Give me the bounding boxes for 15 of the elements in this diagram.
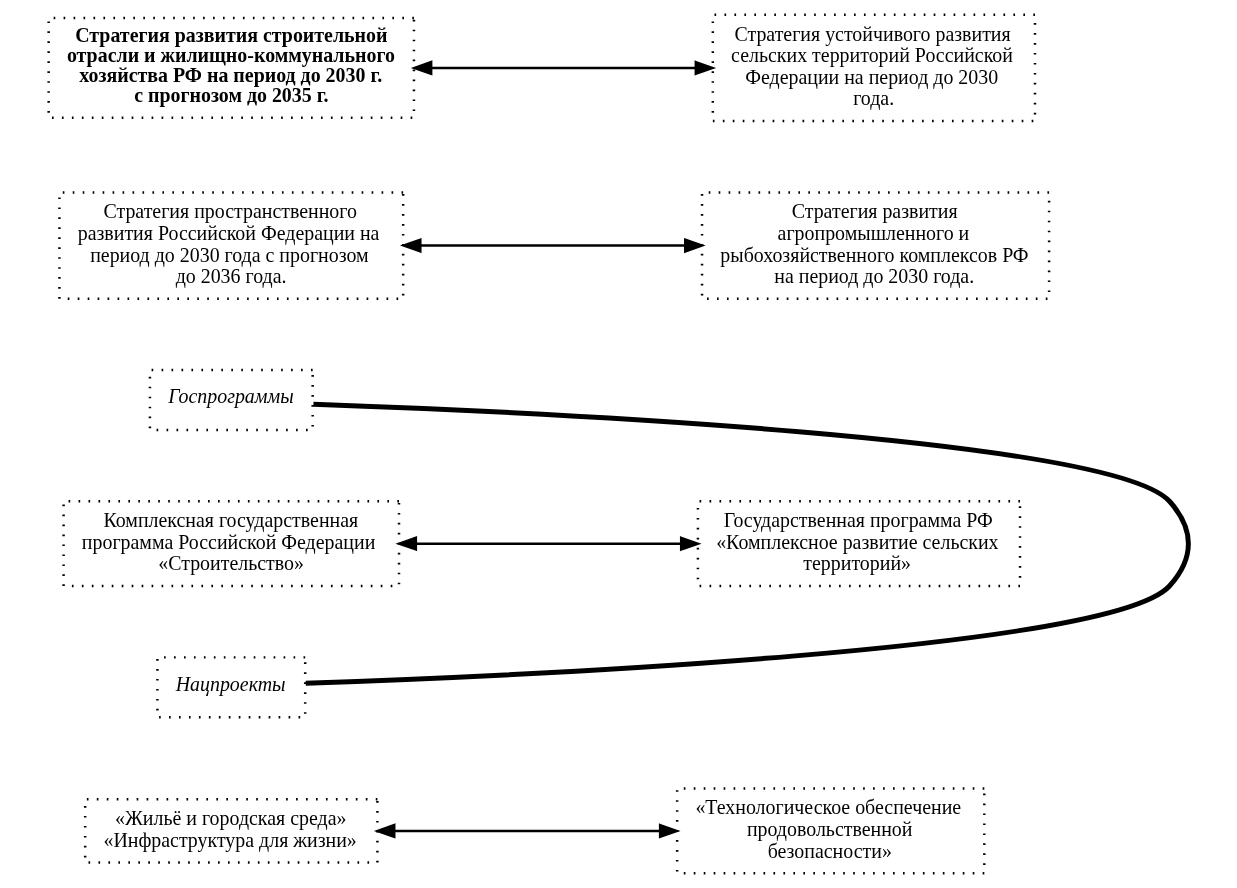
arrow xyxy=(410,60,717,76)
connector xyxy=(305,401,1191,686)
node-box: «Технологическое обеспечение продовольственной безопасности» xyxy=(675,787,986,875)
arrow xyxy=(395,536,702,552)
node-box: Стратегия устойчивого развития сельских территорий Российской Федерации на период до 2030 года. xyxy=(711,13,1037,123)
node-box: Комплексная государственная программа Российской Федерации «Строительство» xyxy=(62,500,401,588)
node-box: «Жильё и городская среда» «Инфраструктура для жизни» xyxy=(83,798,379,864)
arrow xyxy=(373,823,681,839)
node-box: Стратегия развития строительной отрасли и жилищно-коммунального хозяйства РФ на период до 2030 г. с прогнозом до 2035 г. xyxy=(47,16,416,119)
node-box: Госпрограммы xyxy=(148,368,314,432)
node-box: Государственная программа РФ «Комплексное развитие сельских территорий» xyxy=(696,500,1022,588)
node-box: Стратегия развития агропромышленного и рыбохозяйственного комплексов РФ на период до 2030 года. xyxy=(700,191,1051,300)
arrow xyxy=(399,238,706,254)
node-box: Нацпроекты xyxy=(156,656,307,719)
node-box: Стратегия пространственного развития Российской Федерации на период до 2030 года с прогнозом до 2036 года. xyxy=(58,191,405,300)
